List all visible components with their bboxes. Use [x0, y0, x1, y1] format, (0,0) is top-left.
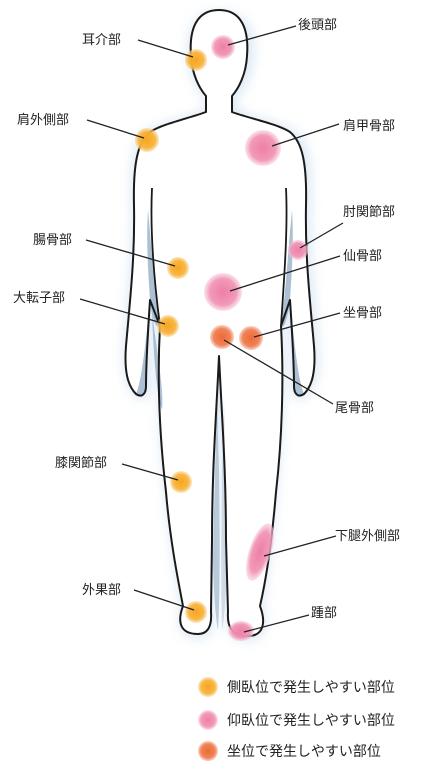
spot-shoulder-side [135, 128, 159, 152]
label-shoulder-side: 肩外側部 [17, 112, 69, 128]
spot-trochanter [157, 315, 179, 337]
label-coccyx: 尾骨部 [335, 401, 374, 416]
label-lower-leg: 下腿外側部 [335, 529, 400, 544]
label-knee: 膝関節部 [55, 456, 107, 471]
legend-item-supine: 仰臥位で発生しやすい部位 [198, 710, 395, 730]
label-iliac: 腸骨部 [33, 233, 72, 248]
spot-coccyx [210, 325, 234, 349]
spot-knee [170, 471, 192, 493]
label-ischium: 坐骨部 [343, 306, 382, 321]
label-ankle: 外果部 [82, 583, 121, 598]
legend-label-sitting: 坐位で発生しやすい部位 [227, 744, 381, 760]
label-scapula: 肩甲骨部 [343, 118, 395, 134]
label-elbow: 肘関節部 [343, 205, 395, 220]
label-trochanter: 大転子部 [13, 291, 65, 306]
legend-swatch-sitting [198, 741, 218, 761]
legend-swatch-supine [198, 710, 218, 730]
spot-ankle [185, 601, 207, 623]
spot-ischium [239, 326, 263, 350]
label-occiput: 後頭部 [298, 18, 337, 33]
label-sacrum: 仙骨部 [343, 249, 382, 264]
body-silhouette [125, 10, 314, 636]
label-heel: 踵部 [311, 606, 337, 621]
legend-swatch-lateral [198, 677, 218, 697]
legend-item-sitting: 坐位で発生しやすい部位 [198, 741, 381, 761]
spot-scapula [245, 130, 281, 166]
spot-elbow [288, 240, 308, 260]
spot-iliac [167, 257, 189, 279]
legend: 側臥位で発生しやすい部位 仰臥位で発生しやすい部位 坐位で発生しやすい部位 [198, 677, 395, 761]
legend-label-supine: 仰臥位で発生しやすい部位 [227, 713, 395, 729]
legend-label-lateral: 側臥位で発生しやすい部位 [227, 680, 395, 696]
legend-item-lateral: 側臥位で発生しやすい部位 [198, 677, 395, 697]
spot-sacrum [204, 273, 242, 311]
label-ear: 耳介部 [82, 33, 121, 48]
spot-ear [185, 49, 207, 71]
spot-occiput [211, 35, 235, 59]
